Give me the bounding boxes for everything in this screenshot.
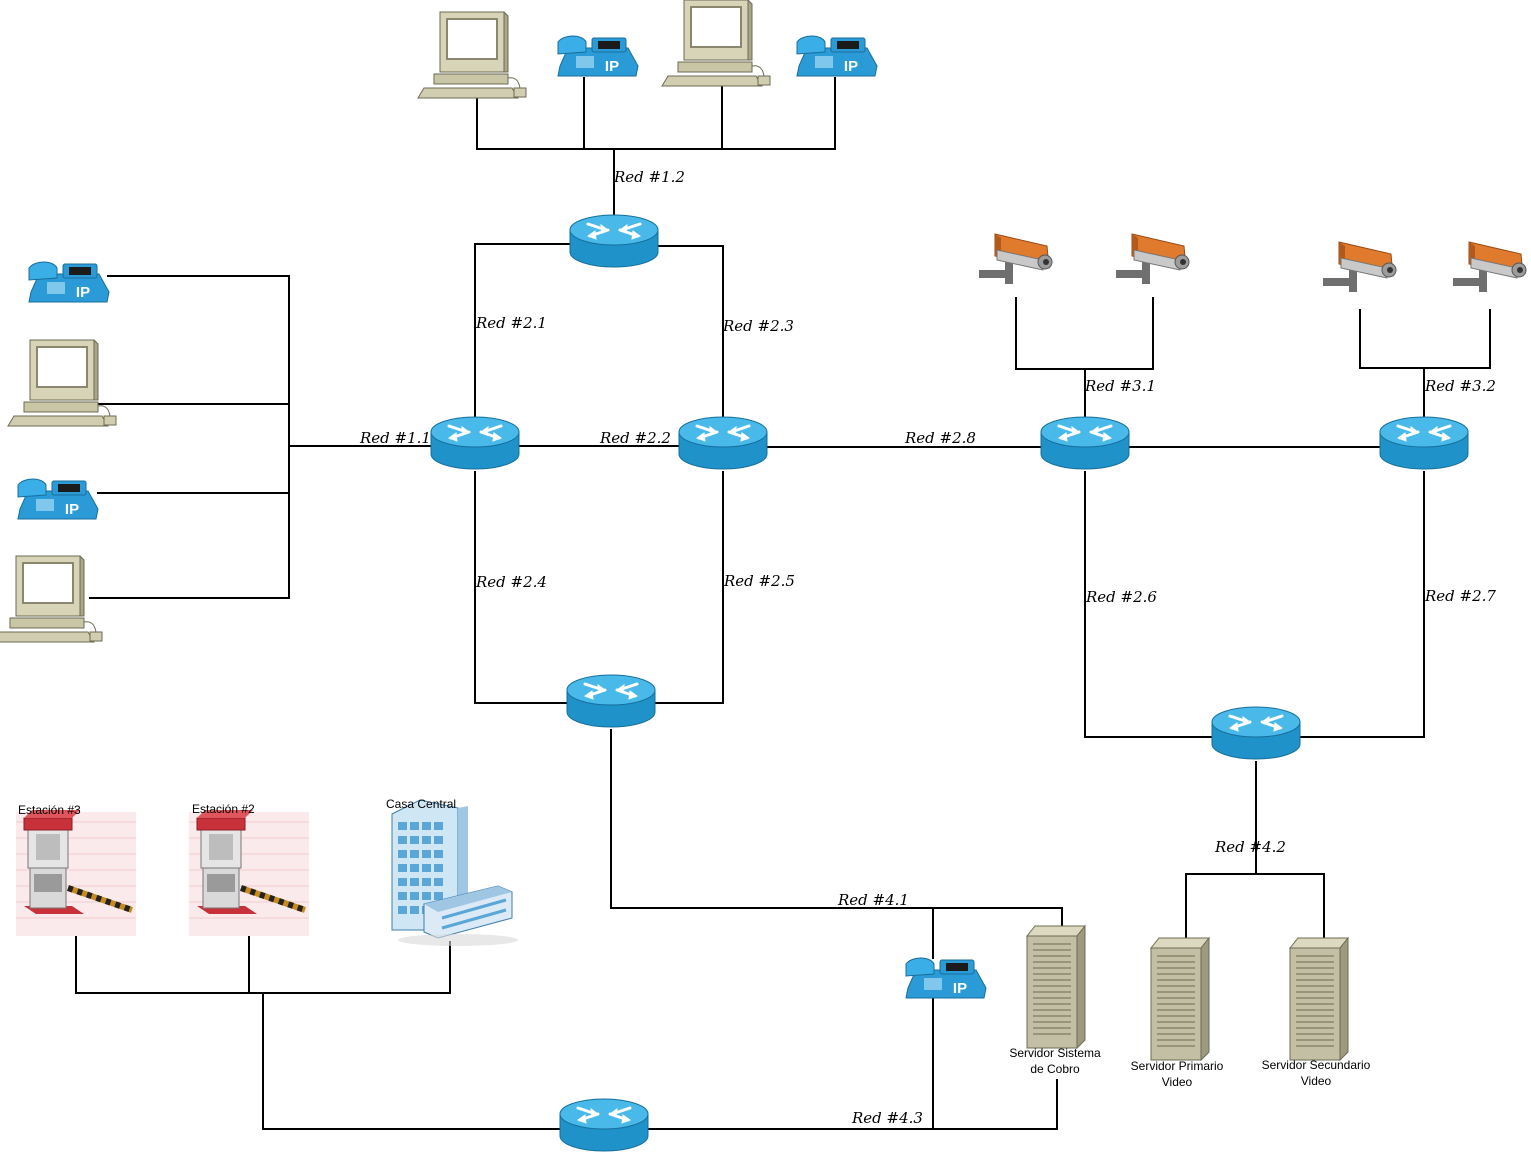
booth-estacion3-icon (16, 810, 136, 936)
label-red-4-3: Red #4.3 (851, 1109, 923, 1127)
server-video-primary-icon (1150, 937, 1210, 1061)
router-left-icon (429, 415, 521, 471)
label-server-primary-line2: Video (1162, 1075, 1193, 1089)
pc-left-1-icon (7, 339, 117, 427)
device-labels: Estación #3 Estación #2 Casa Central Ser… (18, 797, 1371, 1089)
connections (75, 77, 1491, 1130)
label-server-cobro-line1: Servidor Sistema (1009, 1046, 1101, 1060)
label-red-2-6: Red #2.6 (1085, 588, 1157, 606)
label-estacion-2: Estación #2 (192, 802, 255, 816)
server-cobro-icon (1026, 925, 1086, 1049)
label-estacion-3: Estación #3 (18, 803, 81, 817)
label-red-2-3: Red #2.3 (722, 317, 794, 335)
router-center-icon (677, 415, 769, 471)
label-red-2-7: Red #2.7 (1424, 587, 1496, 605)
label-red-2-4: Red #2.4 (475, 573, 547, 591)
label-casa-central: Casa Central (386, 797, 456, 811)
phone-cobro-icon (905, 957, 987, 999)
label-server-cobro-line2: de Cobro (1030, 1062, 1080, 1076)
label-red-2-1: Red #2.1 (475, 314, 547, 332)
label-red-1-2: Red #1.2 (613, 168, 685, 186)
router-bottom-ring-icon (565, 673, 657, 729)
camera-3-icon (1322, 241, 1397, 293)
pc-top-1-icon (417, 11, 527, 99)
label-red-3-1: Red #3.1 (1084, 377, 1156, 395)
phone-top-1-icon (557, 35, 639, 77)
booth-estacion2-icon (189, 810, 309, 936)
server-video-secondary-icon (1289, 937, 1349, 1061)
camera-4-icon (1452, 241, 1527, 293)
router-sites-icon (558, 1097, 650, 1153)
camera-2-icon (1115, 233, 1190, 285)
router-cam1-icon (1039, 415, 1131, 471)
label-server-secondary-line2: Video (1301, 1074, 1332, 1088)
label-server-primary-line1: Servidor Primario (1131, 1059, 1224, 1073)
phone-left-2-icon (17, 478, 99, 520)
building-casa-central-icon (390, 798, 520, 948)
router-servers-icon (1210, 705, 1302, 761)
network-labels: Red #1.2 Red #2.1 Red #2.3 Red #1.1 Red … (359, 168, 1496, 1127)
camera-1-icon (978, 233, 1053, 285)
router-top-icon (568, 213, 660, 269)
label-red-3-2: Red #3.2 (1424, 377, 1496, 395)
label-red-4-2: Red #4.2 (1214, 838, 1286, 856)
label-red-2-2: Red #2.2 (599, 429, 671, 447)
pc-top-2-icon (661, 0, 771, 87)
phone-top-2-icon (796, 35, 878, 77)
label-red-2-5: Red #2.5 (723, 572, 795, 590)
phone-left-1-icon (28, 261, 110, 303)
router-cam2-icon (1378, 415, 1470, 471)
devices (0, 0, 1527, 1061)
pc-left-2-icon (0, 555, 103, 643)
label-red-2-8: Red #2.8 (904, 429, 976, 447)
label-server-secondary-line1: Servidor Secundario (1262, 1058, 1371, 1072)
label-red-1-1: Red #1.1 (359, 429, 431, 447)
label-red-4-1: Red #4.1 (837, 891, 909, 909)
